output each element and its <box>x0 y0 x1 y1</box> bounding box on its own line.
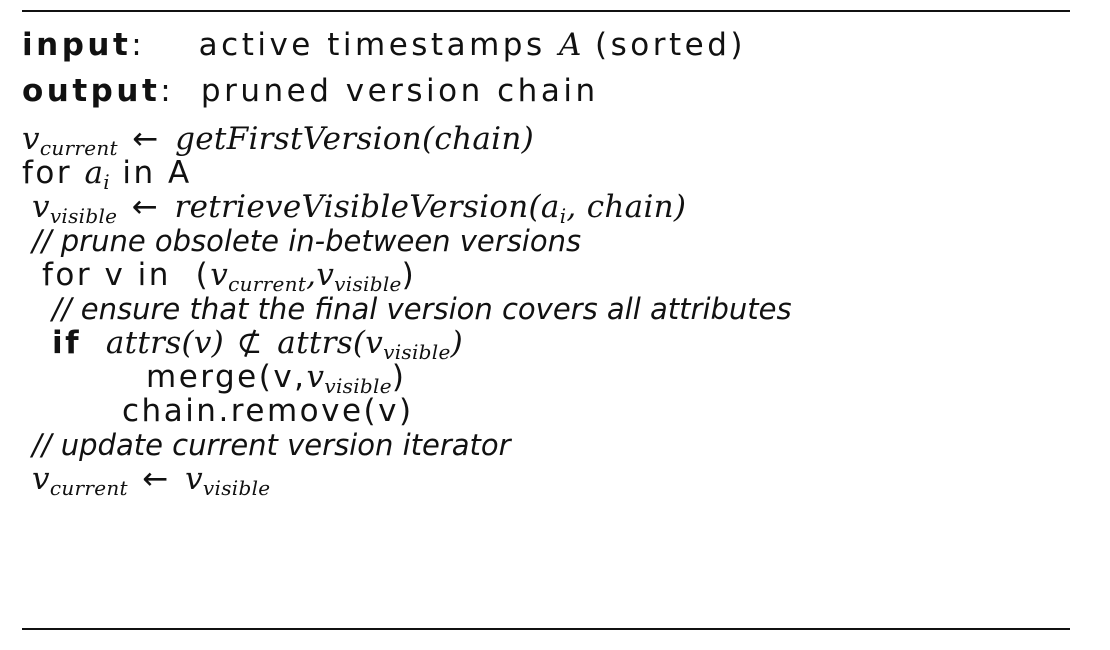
input-variable: A <box>558 27 582 63</box>
line-chain-remove: chain.remove(v) <box>22 394 1080 428</box>
subscript-visible: visible <box>49 204 118 228</box>
line-update-current: vcurrent ← vvisible <box>22 461 1080 500</box>
comment-prune: // prune obsolete in-between versions <box>22 224 1080 258</box>
comment-text: // ensure that the final version covers … <box>52 292 792 326</box>
call-args-end: , chain) <box>566 189 687 225</box>
algorithm-block: input: active timestamps A (sorted) outp… <box>22 22 1080 500</box>
close-paren: ) <box>401 257 417 293</box>
var-v: v <box>210 257 229 293</box>
subscript-visible: visible <box>324 374 392 398</box>
for-keyword: for <box>22 155 73 191</box>
comma: , <box>306 257 317 293</box>
subscript-visible: visible <box>202 476 271 500</box>
subscript-visible: visible <box>383 340 451 364</box>
comment-update: // update current version iterator <box>22 428 1080 462</box>
input-note: (sorted) <box>595 27 746 63</box>
comment-text: // update current version iterator <box>32 428 511 462</box>
subscript-i: i <box>559 204 567 228</box>
attrs-visible-call: attrs(v <box>277 325 384 361</box>
var-a: a <box>84 155 104 191</box>
subscript-current: current <box>49 476 128 500</box>
retrieve-visible-version-call: retrieveVisibleVersion(a <box>174 189 560 225</box>
for-v-in: for v in <box>42 257 171 293</box>
var-v: v <box>185 461 203 497</box>
line-retrieve-visible: vvisible ← retrieveVisibleVersion(ai, ch… <box>22 189 1080 228</box>
subscript-visible: visible <box>334 272 402 296</box>
bottom-rule <box>22 628 1070 630</box>
var-v: v <box>32 461 50 497</box>
comment-text: // prune obsolete in-between versions <box>32 224 582 258</box>
var-v: v <box>306 359 325 395</box>
var-v: v <box>32 189 50 225</box>
top-rule <box>22 10 1070 12</box>
line-merge: merge(v,vvisible) <box>22 359 1080 398</box>
input-text: active timestamps <box>198 27 546 63</box>
assign-arrow: ← <box>132 121 161 157</box>
subscript-current: current <box>228 272 307 296</box>
subscript-current: current <box>39 136 118 160</box>
assign-arrow: ← <box>131 189 161 225</box>
line-init-current: vcurrent ← getFirstVersion(chain) <box>22 121 1080 160</box>
in-A: in A <box>122 155 192 191</box>
line-for-timestamps: for ai in A <box>22 155 1080 194</box>
var-v: v <box>316 257 335 293</box>
merge-call: merge(v, <box>146 359 307 395</box>
line-if-attrs: if attrs(v) ⊄ attrs(vvisible) <box>22 325 1080 364</box>
output-line: output: pruned version chain <box>22 73 599 109</box>
output-keyword: output <box>22 73 161 109</box>
get-first-version-call: getFirstVersion(chain) <box>175 121 534 157</box>
if-keyword: if <box>52 325 82 361</box>
comment-ensure: // ensure that the final version covers … <box>22 292 1080 326</box>
open-paren: ( <box>195 257 211 293</box>
input-line: input: active timestamps A (sorted) <box>22 27 746 63</box>
output-text: pruned version chain <box>200 73 599 109</box>
var-v: v <box>22 121 40 157</box>
close-paren: ) <box>450 325 464 361</box>
chain-remove-call: chain.remove(v) <box>122 393 414 429</box>
subscript-i: i <box>103 170 110 194</box>
line-for-versions: for v in (vcurrent,vvisible) <box>22 257 1080 296</box>
attrs-v-call: attrs(v) <box>105 325 225 361</box>
not-subset-operator: ⊄ <box>236 325 265 361</box>
input-keyword: input <box>22 27 132 63</box>
close-paren: ) <box>391 359 407 395</box>
assign-arrow: ← <box>142 461 171 497</box>
